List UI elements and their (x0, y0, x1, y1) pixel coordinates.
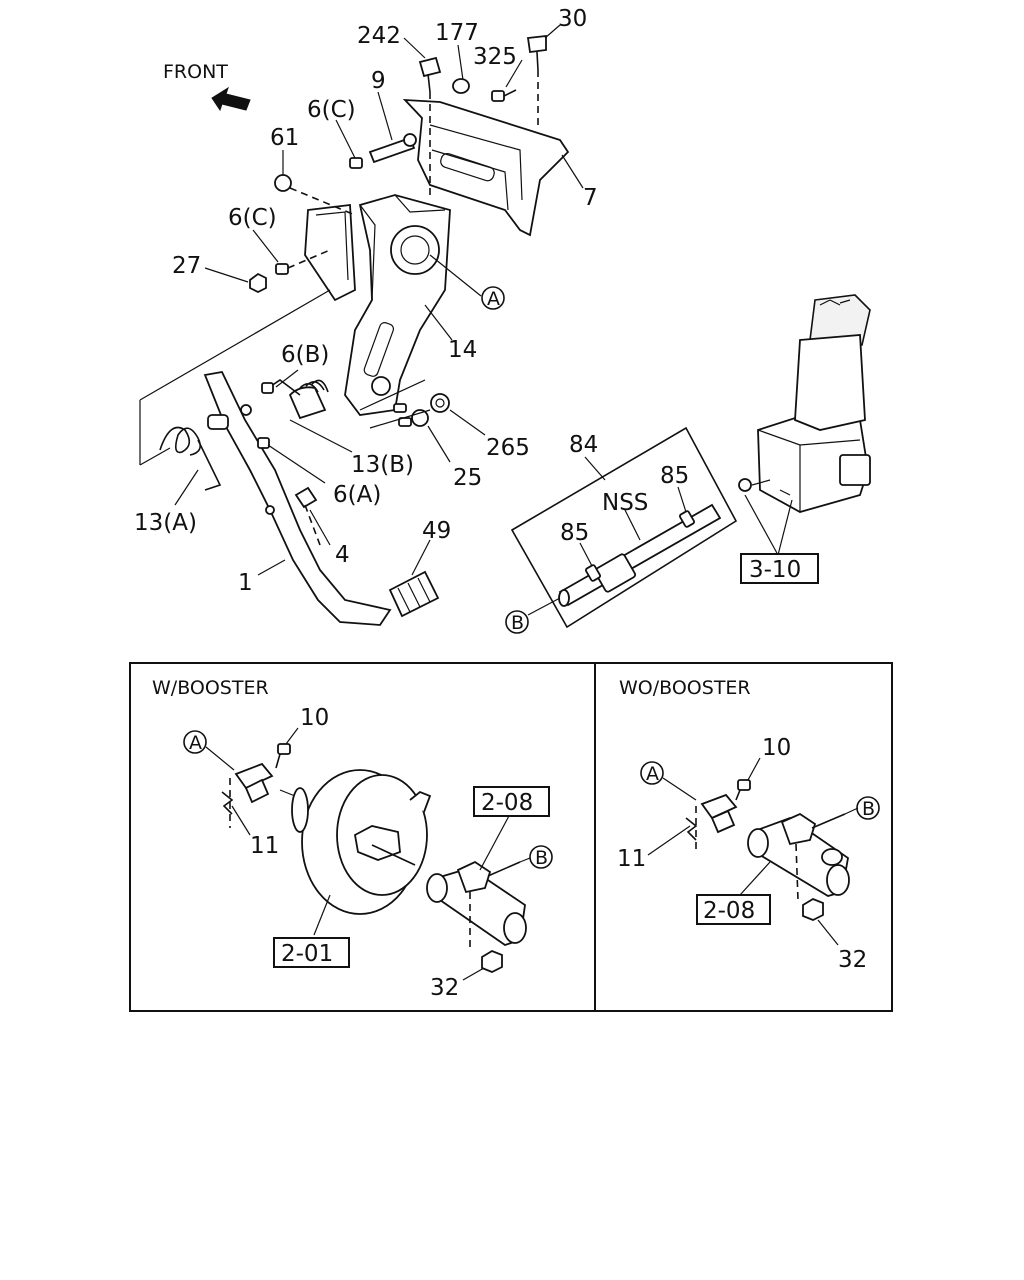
panel-wo-booster-title: WO/BOOSTER (619, 677, 751, 699)
callout-6c-mid: 6(C) (228, 205, 277, 231)
clamp-85-left-icon (585, 564, 601, 582)
hose-assembly (510, 426, 738, 629)
wo-callout-a-letter: A (646, 763, 659, 785)
w-callout-2-08-text: 2-08 (481, 790, 533, 816)
wo-callout-32: 32 (838, 947, 867, 973)
pin-9-icon (368, 133, 417, 164)
callout-84: 84 (569, 432, 598, 458)
wo-callout-2-08: 2-08 (696, 894, 771, 925)
w-callout-2-08: 2-08 (473, 786, 550, 817)
callout-14: 14 (448, 337, 477, 363)
stopper-265-icon (430, 393, 450, 413)
w-callout-11: 11 (250, 833, 279, 859)
callout-177: 177 (435, 20, 479, 46)
nut-6c-top-icon (349, 157, 363, 169)
callout-85-right: 85 (660, 463, 689, 489)
pedal-pad-49-icon (388, 570, 440, 618)
callout-27: 27 (172, 253, 201, 279)
callout-61: 61 (270, 125, 299, 151)
callout-a-top: A (481, 286, 505, 310)
callout-49: 49 (422, 518, 451, 544)
spring-13b-icon (264, 379, 329, 420)
w-callout-2-01: 2-01 (273, 937, 350, 968)
callout-4: 4 (335, 542, 350, 568)
pedal-bracket-assembly (304, 98, 570, 416)
callout-6b: 6(B) (281, 342, 329, 368)
nut-27-icon (249, 272, 267, 294)
top-hardware (249, 34, 547, 294)
callout-13a: 13(A) (134, 510, 197, 536)
callout-242: 242 (357, 23, 401, 49)
callout-25: 25 (453, 465, 482, 491)
nut-6a-icon (257, 437, 270, 449)
w-callout-a-letter: A (189, 732, 202, 754)
callout-30: 30 (558, 6, 587, 32)
variant-panels: W/BOOSTER (129, 662, 893, 1012)
w-callout-32: 32 (430, 975, 459, 1001)
front-label: FRONT (163, 61, 228, 83)
callout-b-bottom-letter: B (511, 612, 524, 634)
callout-6a: 6(A) (333, 482, 381, 508)
bolt-242-icon (418, 56, 442, 200)
brake-booster-icon (279, 769, 432, 915)
hose-frame (510, 426, 738, 629)
wo-callout-b-letter: B (862, 798, 875, 820)
nut-6c-mid-icon (275, 263, 289, 275)
reservoir (738, 294, 871, 513)
mounting-bracket (402, 98, 570, 237)
spring-13a-icon (159, 414, 229, 491)
panels-frame (129, 662, 893, 1012)
wo-callout-a: A (640, 761, 664, 785)
clutch-pedal-assembly (139, 289, 450, 626)
callout-265: 265 (486, 435, 530, 461)
washer-61-icon (274, 174, 292, 192)
w-callout-2-01-text: 2-01 (281, 941, 333, 967)
upper-callouts: 242 177 30 325 9 6(C) 61 7 6(C) 27 A 14 … (134, 6, 819, 634)
wo-callout-2-08-text: 2-08 (703, 898, 755, 924)
front-indicator: FRONT (163, 61, 251, 112)
callout-13b: 13(B) (351, 452, 414, 478)
w-callout-10: 10 (300, 705, 329, 731)
panel-w-booster-title: W/BOOSTER (152, 677, 269, 699)
washer-177-icon (452, 78, 470, 94)
callout-6c-top: 6(C) (307, 97, 356, 123)
panel-w-booster: W/BOOSTER (152, 677, 553, 1001)
callout-3-10: 3-10 (740, 553, 819, 584)
callout-9: 9 (371, 68, 386, 94)
bolt-325-icon (491, 89, 517, 102)
wo-callout-b: B (856, 796, 880, 820)
nut-6b-icon (261, 382, 274, 394)
callout-a-top-letter: A (487, 288, 500, 310)
bushing-25-icon (393, 403, 429, 427)
nut-32-wo-icon (802, 897, 824, 921)
master-cylinder-wo-icon (747, 812, 850, 901)
callout-nss: NSS (602, 490, 648, 516)
callout-85-left: 85 (560, 520, 589, 546)
pedal-bracket (344, 194, 451, 416)
master-cylinder-icon (426, 860, 527, 952)
w-callout-b: B (529, 845, 553, 869)
w-callout-a: A (183, 730, 207, 754)
clamp-85-right-icon (679, 510, 695, 528)
callout-7: 7 (583, 185, 598, 211)
callout-1: 1 (238, 570, 253, 596)
callout-325: 325 (473, 44, 517, 70)
wo-callout-11: 11 (617, 846, 646, 872)
nut-32-w-icon (481, 949, 503, 973)
panel-wo-booster: WO/BOOSTER (617, 677, 880, 973)
callout-b-bottom: B (505, 610, 529, 634)
front-arrow-icon (211, 86, 251, 112)
bolt-30-icon (526, 34, 547, 130)
callout-3-10-text: 3-10 (749, 557, 801, 583)
leader-lines (174, 24, 793, 616)
w-callout-b-letter: B (535, 847, 548, 869)
bolt-4-icon (294, 486, 321, 546)
wo-callout-10: 10 (762, 735, 791, 761)
